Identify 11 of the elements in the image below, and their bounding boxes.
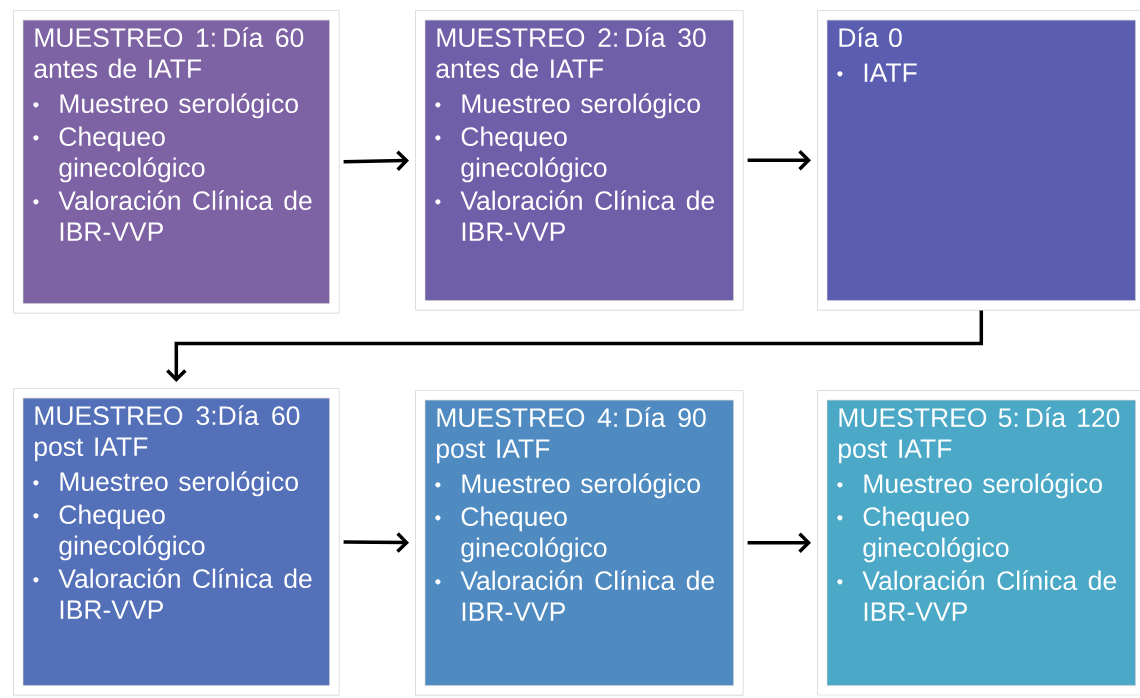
process-box: MUESTREO 3:Día 60 post IATF Muestreo serológico Chequeo ginecológico Valoración Clínica de IBR-VVP (13, 388, 340, 696)
process-box: MUESTREO 4: Día 90 post IATF Muestreo serológico Chequeo ginecológico Valoración Clínica de IBR-VVP (415, 390, 744, 696)
process-box: MUESTREO 2: Día 30 antes de IATF Muestreo serológico Chequeo ginecológico Valoración Clínica de IBR-VVP (415, 10, 744, 311)
arrow (166, 310, 984, 382)
arrow (343, 532, 409, 553)
process-box: MUESTREO 1: Día 60 antes de IATF Muestreo serológico Chequeo ginecológico Valoración Clínica de IBR-VVP (13, 10, 340, 314)
process-box: MUESTREO 5: Día 120 post IATF Muestreo serológico Chequeo ginecológico Valoración Clínica de IBR-VVP (817, 390, 1140, 696)
process-box: Día 0 IATF (817, 10, 1140, 311)
arrow (747, 532, 811, 554)
arrow (747, 150, 811, 171)
arrow (343, 150, 409, 171)
